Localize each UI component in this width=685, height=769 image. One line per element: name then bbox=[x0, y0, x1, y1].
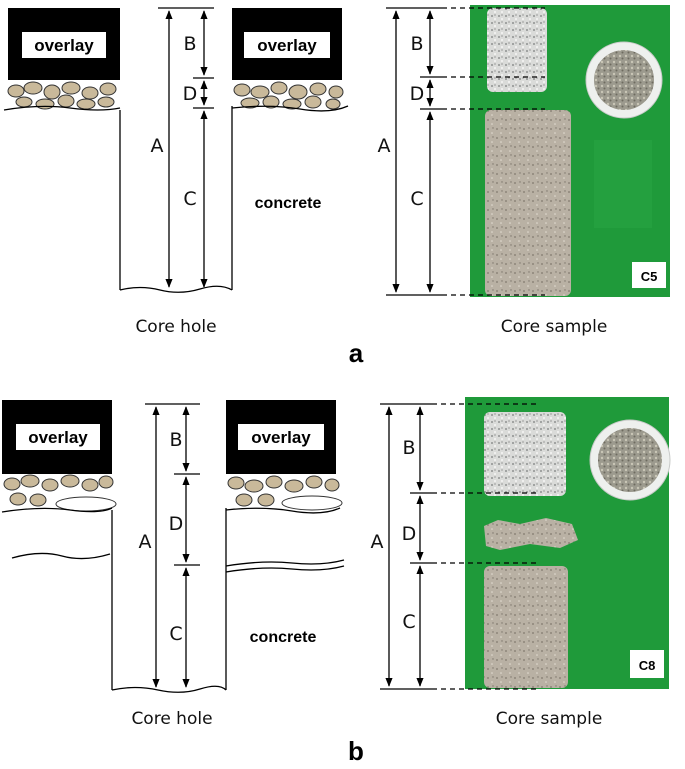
dim-label-c-sample-a: C bbox=[410, 188, 423, 210]
dim-label-d-hole-b: D bbox=[169, 513, 184, 535]
overlay-label-right-b: overlay bbox=[251, 428, 311, 447]
dim-label-d-sample-a: D bbox=[410, 83, 425, 105]
overlay-core-piece-a bbox=[487, 8, 547, 92]
concrete-core-piece-b bbox=[484, 566, 568, 688]
aggregate-layer-left-a bbox=[7, 81, 117, 110]
core-sample-a: A B D C C5 Core sample bbox=[378, 5, 670, 337]
aggregate-layer-right-a bbox=[233, 81, 344, 110]
dim-label-b-sample-a: B bbox=[410, 33, 423, 55]
concrete-label-a: concrete bbox=[255, 195, 322, 212]
dim-label-b-hole-a: B bbox=[183, 33, 196, 55]
core-sample-caption-b: Core sample bbox=[496, 709, 603, 729]
aggregate-layer-left-b bbox=[3, 474, 114, 507]
dim-label-b-sample-b: B bbox=[402, 437, 415, 459]
concrete-core-piece-a bbox=[485, 110, 571, 296]
dim-label-c-hole-a: C bbox=[183, 188, 196, 210]
dim-label-d-hole-a: D bbox=[183, 83, 198, 105]
panel-b: overlay overlay bbox=[1, 397, 671, 766]
dim-label-c-sample-b: C bbox=[402, 611, 415, 633]
dim-label-a-hole-b: A bbox=[139, 531, 152, 553]
overlay-core-piece-b bbox=[484, 412, 566, 496]
dim-label-c-hole-b: C bbox=[169, 623, 182, 645]
core-hole-diagram-b: overlay overlay bbox=[1, 400, 345, 729]
panel-a: overlay overlay bbox=[3, 5, 670, 368]
core-hole-diagram-a: overlay overlay bbox=[3, 7, 349, 337]
overlay-label-left-b: overlay bbox=[28, 428, 88, 447]
core-hole-caption-b: Core hole bbox=[131, 709, 212, 729]
sample-tag-a: C5 bbox=[641, 269, 658, 284]
sample-tag-b: C8 bbox=[639, 658, 656, 673]
dim-label-a-hole-a: A bbox=[151, 135, 164, 157]
dim-label-d-sample-b: D bbox=[402, 523, 417, 545]
overlay-label-left-a: overlay bbox=[34, 36, 94, 55]
concrete-label-b: concrete bbox=[250, 629, 317, 646]
overlay-label-right-a: overlay bbox=[257, 36, 317, 55]
panel-label-b: b bbox=[348, 736, 364, 766]
core-sample-b: A B D C C8 Core sample bbox=[371, 397, 671, 729]
broken-core-piece-b bbox=[484, 518, 578, 550]
aggregate-layer-right-b bbox=[227, 475, 340, 507]
panel-label-a: a bbox=[349, 338, 364, 368]
core-hole-caption-a: Core hole bbox=[135, 317, 216, 337]
core-photo-b: C8 bbox=[465, 397, 671, 689]
dim-label-a-sample-a: A bbox=[378, 135, 391, 157]
core-photo-a: C5 bbox=[470, 5, 670, 297]
dim-label-b-hole-b: B bbox=[169, 429, 182, 451]
core-sample-caption-a: Core sample bbox=[501, 317, 608, 337]
dim-label-a-sample-b: A bbox=[371, 531, 384, 553]
